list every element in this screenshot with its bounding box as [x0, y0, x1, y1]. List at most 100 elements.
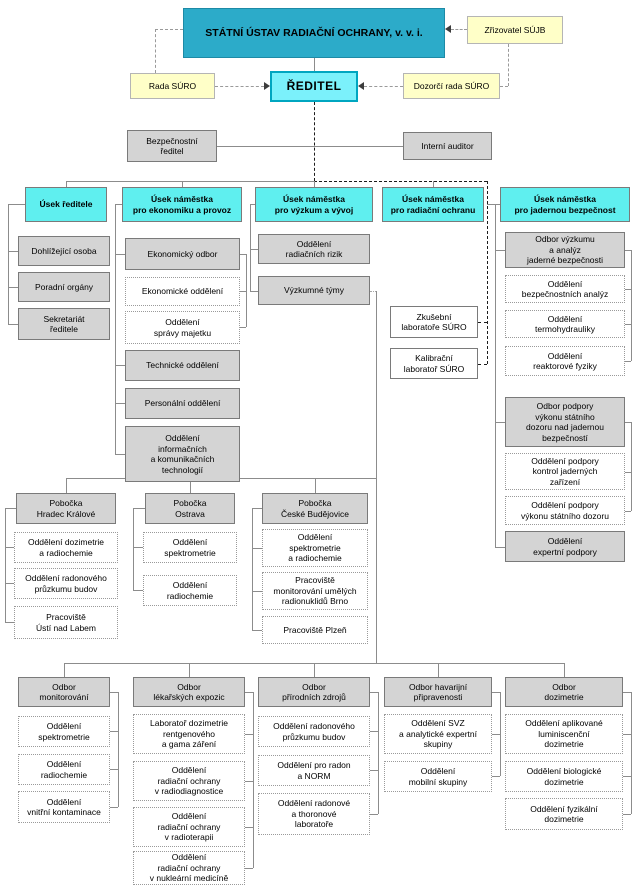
connector-line	[5, 583, 14, 584]
connector-line	[189, 663, 190, 677]
node-technicke-oddeleni: Technické oddělení	[125, 350, 240, 381]
node-kalibracni-laborator: Kalibrační laboratoř SÚRO	[390, 348, 478, 379]
node-pri-radonovy-pruzkum: Oddělení radonového průzkumu budov	[258, 716, 370, 747]
connector-line	[215, 86, 264, 87]
dept-header-dozimetrie: Odbor dozimetrie	[505, 677, 623, 707]
arrowhead-founder-to-institute-icon	[445, 25, 451, 33]
node-ekonomicke-oddeleni: Ekonomické oddělení	[125, 277, 240, 306]
arrowhead-council-to-director-icon	[264, 82, 270, 90]
node-oddeleni-podpory-kontrol: Oddělení podpory kontrol jaderných zaříz…	[505, 453, 625, 490]
connector-line	[631, 692, 632, 814]
connector-line	[250, 204, 255, 205]
node-oddeleni-ikt: Oddělení informačních a komunikačních te…	[125, 426, 240, 482]
connector-line	[438, 663, 439, 677]
node-supervisory-board: Dozorčí rada SÚRO	[403, 73, 500, 99]
node-sekretariat-reditele: Sekretariát ředitele	[18, 308, 110, 340]
dept-header-monitorovani: Odbor monitorování	[18, 677, 110, 707]
node-oddeleni-expertni-podpory: Oddělení expertní podpory	[505, 531, 625, 562]
node-odbor-vyzkumu-analyz: Odbor výzkumu a analýz jaderné bezpečnos…	[505, 232, 625, 268]
division-header-jaderna-bezpecnost: Úsek náměstka pro jadernou bezpečnost	[500, 187, 630, 222]
connector-line	[370, 291, 376, 292]
connector-line	[110, 731, 118, 732]
node-mon-vnitrni-kontaminace: Oddělení vnitřní kontaminace	[18, 791, 110, 823]
connector-line	[66, 181, 314, 182]
connector-line	[478, 364, 487, 365]
connector-line	[252, 548, 262, 549]
connector-line	[495, 204, 496, 547]
connector-line	[492, 734, 500, 735]
connector-line	[110, 807, 118, 808]
node-doz-luminiscencni: Oddělení aplikované luminiscenční dozime…	[505, 714, 623, 754]
connector-line	[245, 827, 253, 828]
connector-line	[314, 58, 315, 71]
connector-line	[625, 422, 631, 423]
node-institute: STÁTNÍ ÚSTAV RADIAČNÍ OCHRANY, v. v. i.	[183, 8, 445, 58]
connector-line	[250, 249, 258, 250]
connector-line	[314, 102, 315, 181]
connector-line	[314, 181, 315, 187]
node-security-director: Bezpečnostní ředitel	[127, 130, 217, 162]
connector-line	[625, 324, 631, 325]
branch-header-ceske-budejovice: Pobočka České Budějovice	[262, 493, 368, 524]
node-lek-laborator-dozimetrie: Laboratoř dozimetrie rentgenového a gama…	[133, 714, 245, 754]
node-ekonomicky-odbor: Ekonomický odbor	[125, 238, 240, 270]
connector-line	[623, 776, 631, 777]
node-oddeleni-reaktorove-fyziky: Oddělení reaktorové fyziky	[505, 346, 625, 376]
connector-line	[217, 146, 403, 147]
node-oddeleni-bezpecnostnich-analyz: Oddělení bezpečnostních analýz	[505, 275, 625, 303]
connector-line	[155, 29, 183, 30]
connector-line	[252, 630, 262, 631]
dept-header-lekarske-expozice: Odbor lékařských expozic	[133, 677, 245, 707]
node-mon-radiochemie: Oddělení radiochemie	[18, 754, 110, 785]
connector-line	[631, 250, 632, 361]
connector-line	[378, 692, 379, 814]
connector-line	[118, 692, 119, 807]
connector-line	[500, 692, 501, 776]
connector-line	[115, 454, 125, 455]
connector-line	[250, 204, 251, 291]
node-mon-spektrometrie: Oddělení spektrometrie	[18, 716, 110, 747]
connector-line	[487, 204, 500, 205]
connector-line	[495, 547, 505, 548]
node-oddeleni-spravy-majetku: Oddělení správy majetku	[125, 311, 240, 344]
connector-line	[133, 547, 143, 548]
connector-line	[478, 322, 487, 323]
node-zkusebni-laborator: Zkušební laboratoře SÚRO	[390, 306, 478, 338]
connector-line	[66, 478, 67, 493]
node-hk-dozimetrie-radiochemie: Oddělení dozimetrie a radiochemie	[14, 532, 118, 563]
node-hk-radonovy-pruzkum: Oddělení radonového průzkumu budov	[14, 568, 118, 599]
connector-line	[190, 478, 191, 493]
connector-line	[8, 251, 18, 252]
connector-line	[133, 590, 143, 591]
node-oddeleni-termohydrauliky: Oddělení termohydrauliky	[505, 310, 625, 338]
connector-line	[240, 327, 246, 328]
connector-line	[492, 776, 500, 777]
node-lek-radiodiagnostika: Oddělení radiační ochrany v radiodiagnos…	[133, 761, 245, 801]
connector-line	[8, 287, 18, 288]
connector-line	[133, 508, 145, 509]
connector-line	[240, 254, 246, 255]
connector-line	[115, 403, 125, 404]
connector-line	[115, 254, 125, 255]
connector-line	[314, 181, 487, 182]
connector-line	[376, 291, 377, 663]
node-hk-usti-nad-labem: Pracoviště Ústí nad Labem	[14, 606, 118, 639]
division-header-reditele: Úsek ředitele	[25, 187, 107, 222]
connector-line	[66, 181, 67, 187]
connector-line	[8, 204, 9, 324]
connector-line	[182, 181, 183, 187]
node-personalni-oddeleni: Personální oddělení	[125, 388, 240, 419]
connector-line	[451, 29, 467, 30]
connector-line	[5, 547, 14, 548]
node-lek-radioterapie: Oddělení radiační ochrany v radioterapii	[133, 807, 245, 847]
node-oddeleni-radiacnich-rizik: Oddělení radiačních rizik	[258, 234, 370, 264]
node-hav-mobilni-skupiny: Oddělení mobilní skupiny	[384, 761, 492, 792]
connector-line	[625, 361, 631, 362]
connector-line	[433, 181, 434, 187]
node-hav-svz: Oddělení SVZ a analytické expertní skupi…	[384, 714, 492, 754]
connector-line	[315, 478, 316, 493]
connector-line	[110, 769, 118, 770]
connector-line	[133, 508, 134, 590]
division-header-vyzkum: Úsek náměstka pro výzkum a vývoj	[255, 187, 373, 222]
